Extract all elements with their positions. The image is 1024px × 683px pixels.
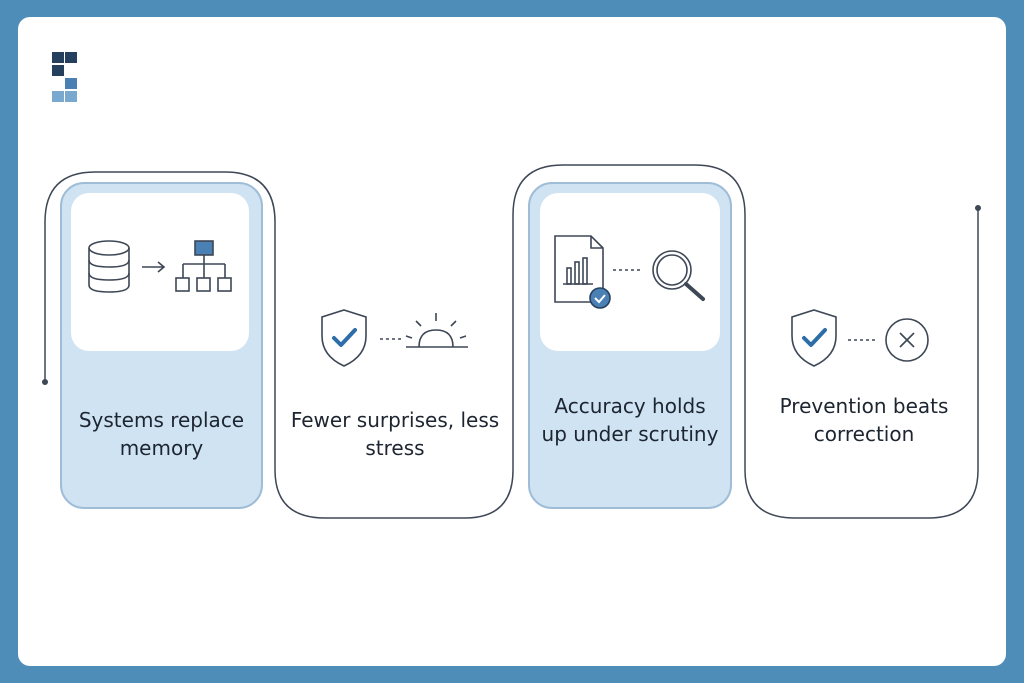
report-magnifier-icon — [554, 235, 705, 309]
database-to-hierarchy-icon — [88, 240, 232, 293]
step-label-accuracy: Accuracy holds up under scrutiny — [541, 394, 719, 446]
connector-end-dot — [975, 205, 981, 211]
step-label-prevention: Prevention beats correction — [779, 394, 949, 446]
shield-check-sunrise-icon — [321, 309, 468, 367]
step-icon-panel — [540, 193, 720, 351]
step-label-fewer-surprises: Fewer surprises, less stress — [290, 408, 500, 460]
shield-check-x-icon — [791, 309, 929, 367]
brand-logo-icon — [52, 52, 77, 102]
step-label-systems: Systems replace memory — [78, 408, 245, 460]
connector-start-dot — [42, 379, 48, 385]
step-icon-panel — [71, 193, 249, 351]
